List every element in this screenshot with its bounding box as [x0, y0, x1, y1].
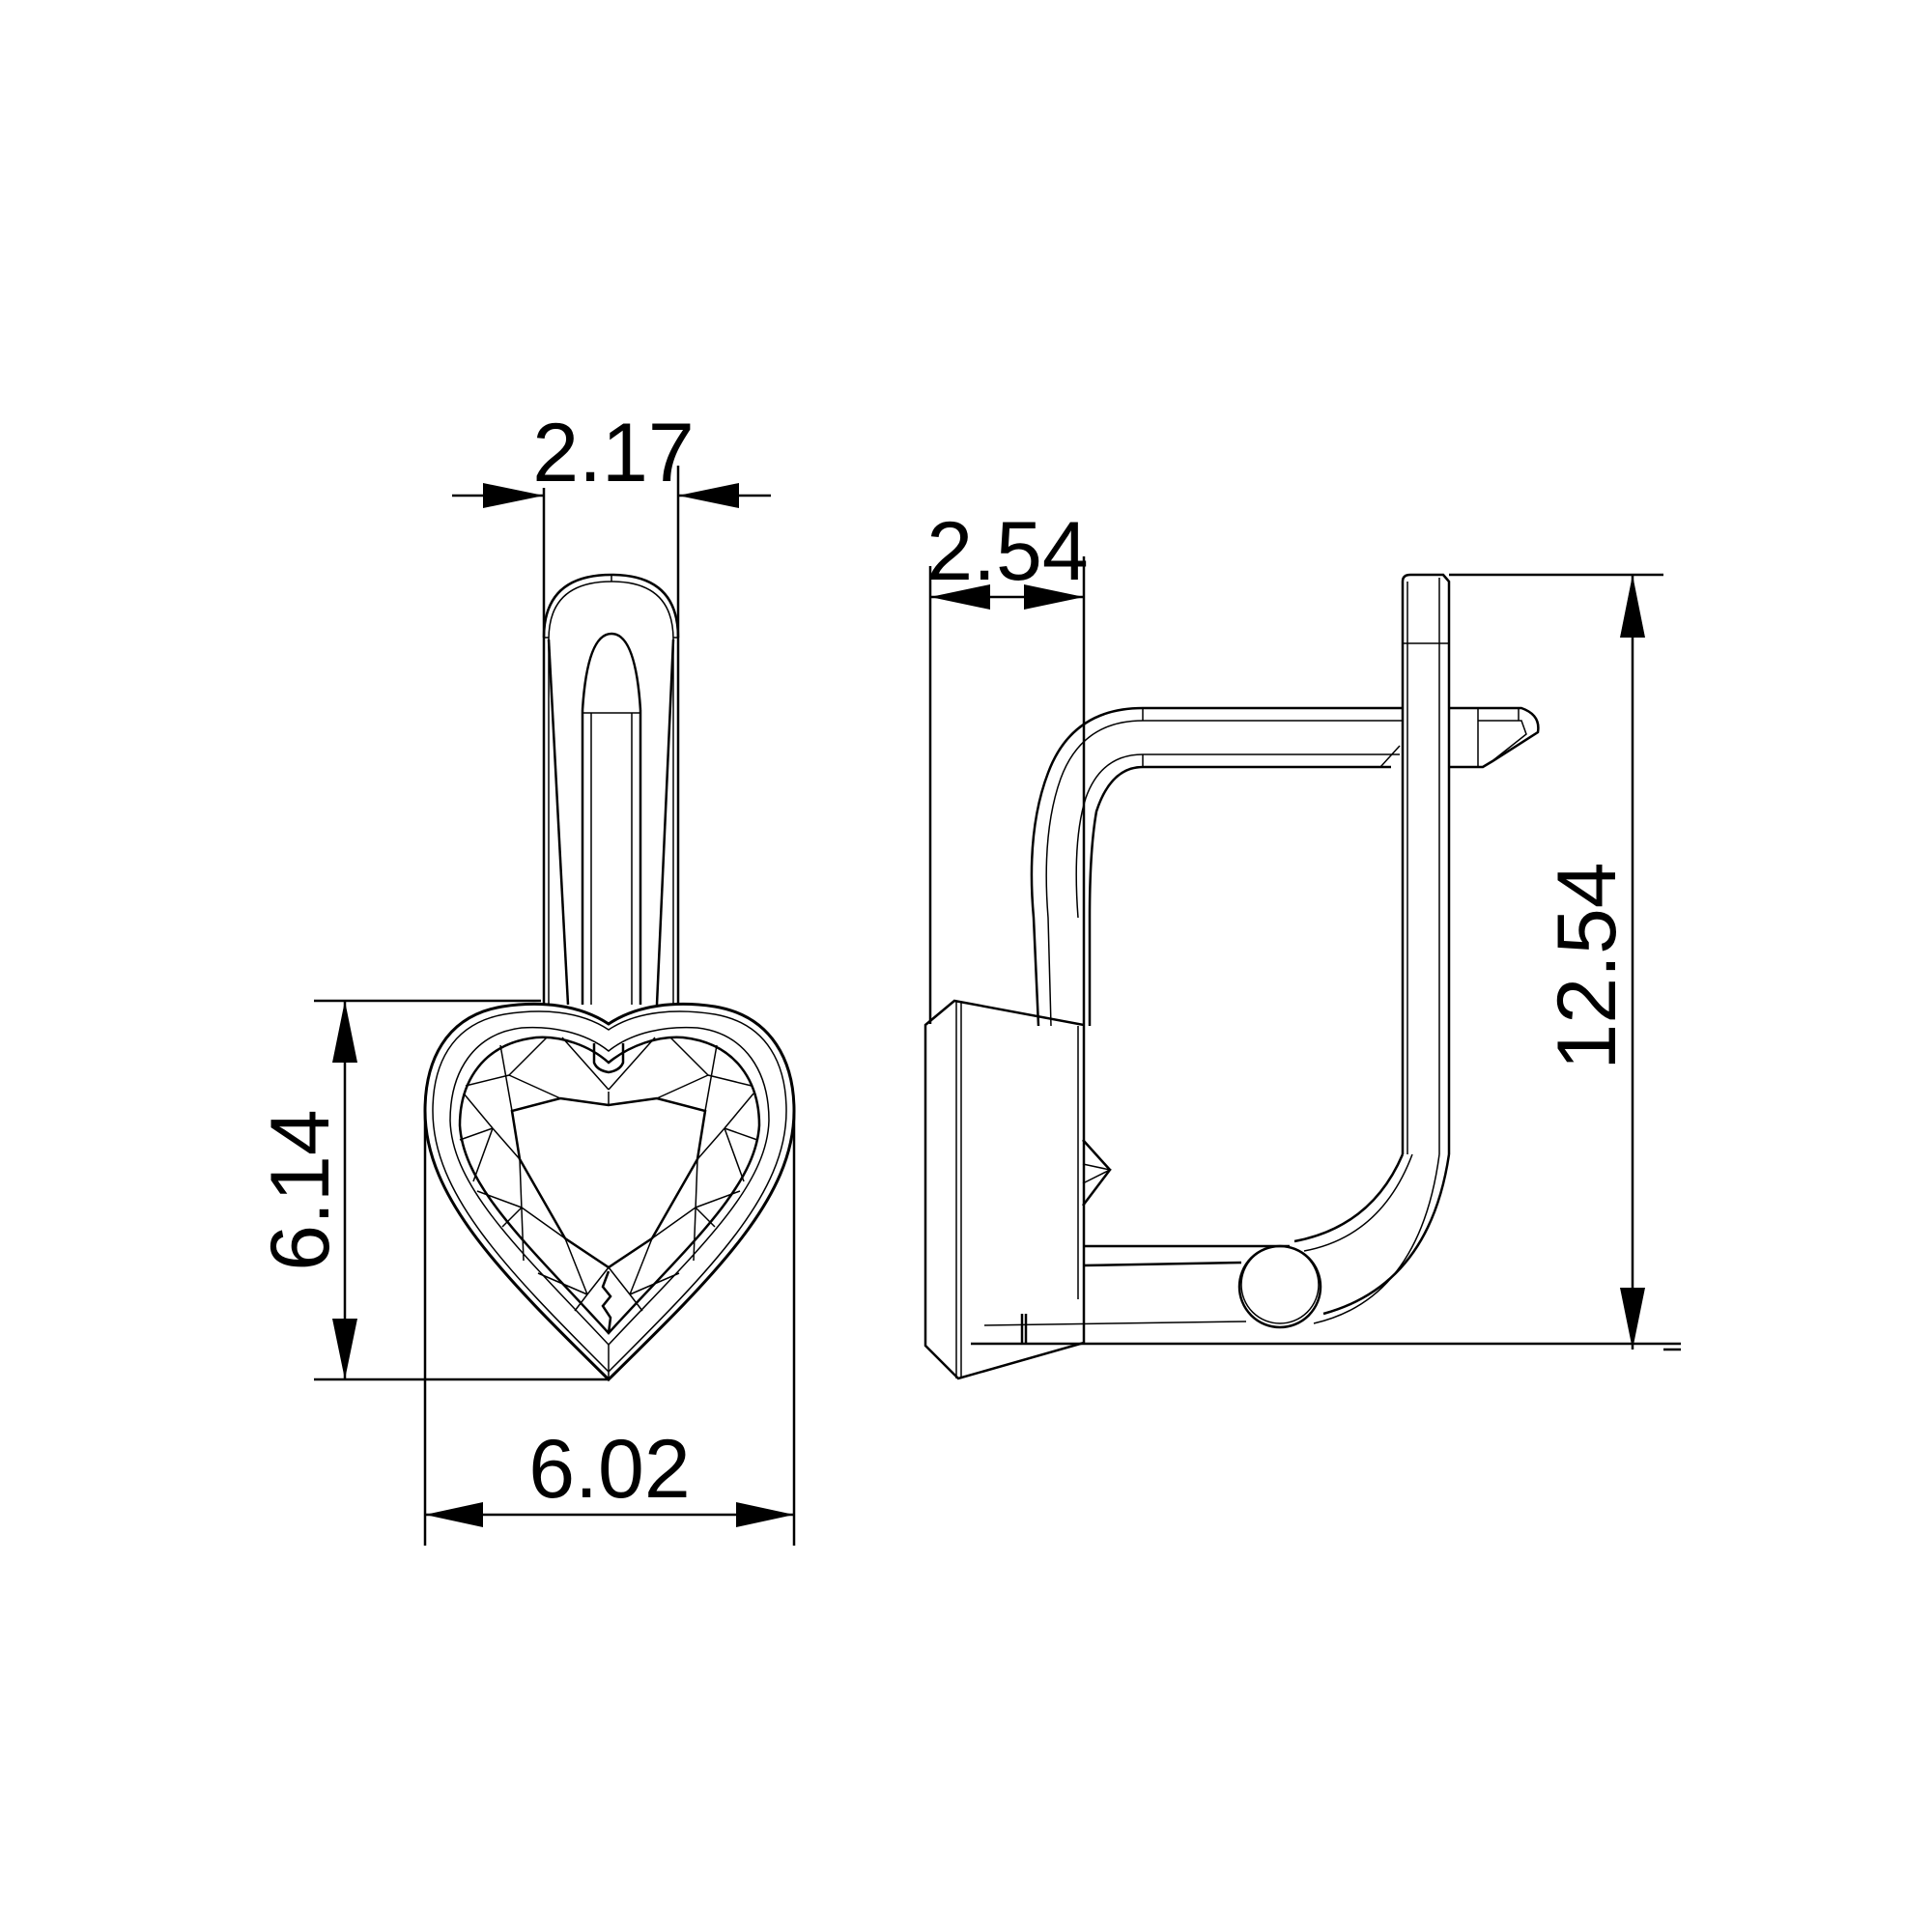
dimension-2-54: 2.54 [926, 505, 1089, 1024]
dimension-label-heart-width: 6.02 [528, 1423, 690, 1516]
side-view [923, 573, 1681, 1380]
dimension-label-overall-height: 12.54 [1541, 862, 1634, 1069]
dimension-label-heart-height: 6.14 [254, 1109, 347, 1270]
dimension-label-side-depth: 2.54 [926, 505, 1088, 598]
front-hook-slot [581, 632, 642, 711]
dimension-12-54: 12.54 [1449, 573, 1681, 1351]
dimension-6-02: 6.02 [423, 1111, 796, 1546]
side-hook-tip [1449, 706, 1540, 769]
side-post [1401, 573, 1451, 1154]
dimension-6-14: 6.14 [254, 999, 609, 1381]
heart-stone-table [510, 1096, 707, 1269]
side-bezel-cup [923, 999, 1086, 1380]
dimension-label-hook-width: 2.17 [532, 407, 694, 499]
heart-stone-facets [459, 1037, 758, 1379]
side-lever-arm [1030, 706, 1403, 1027]
front-view [423, 573, 796, 1382]
dimension-2-17: 2.17 [452, 407, 771, 638]
heart-stone-girdle [458, 1036, 761, 1335]
